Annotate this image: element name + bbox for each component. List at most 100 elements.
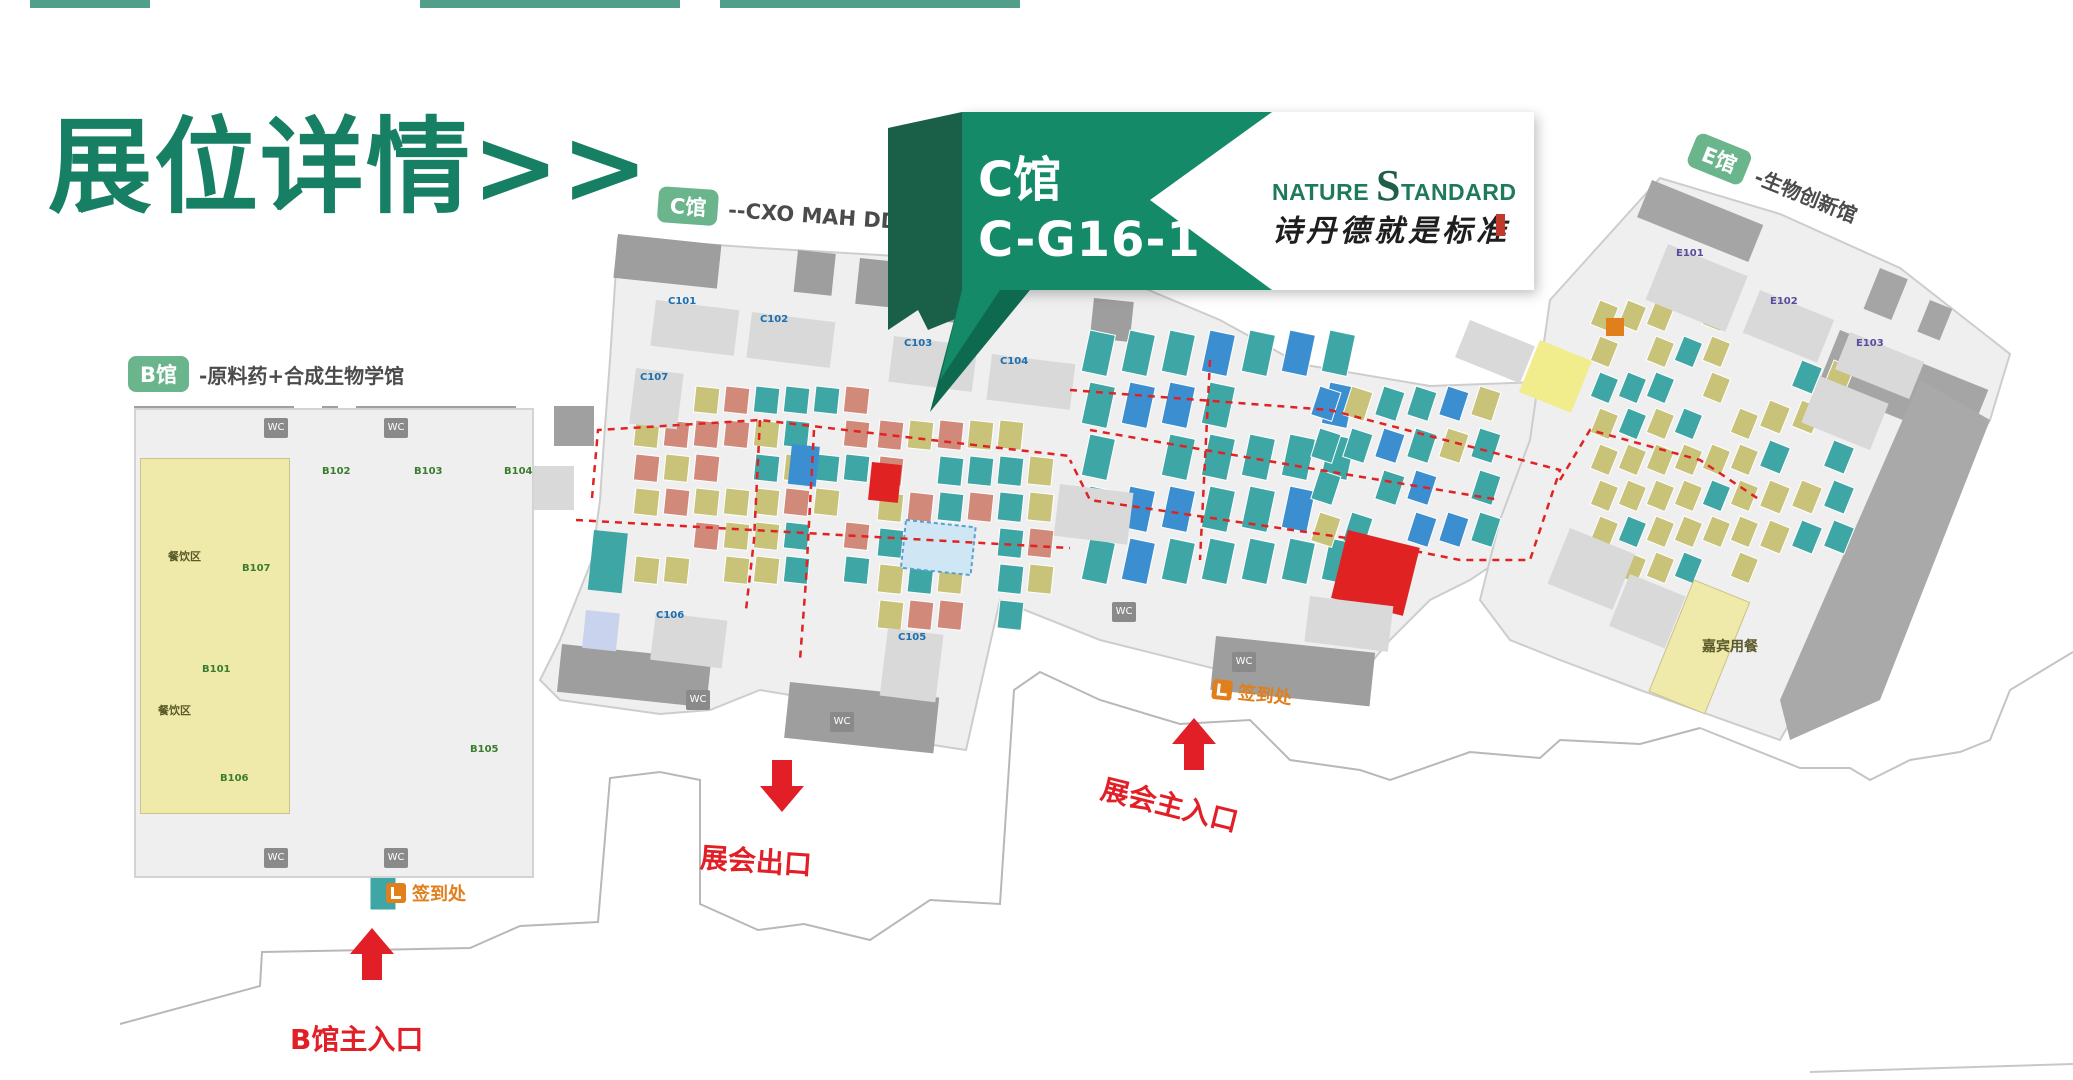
wall-block	[784, 682, 940, 754]
restroom-icon: WC	[384, 418, 408, 438]
c-booth	[722, 521, 751, 551]
c-booth	[1080, 381, 1117, 430]
e-seminar-room	[1835, 332, 1925, 400]
c-booth	[936, 491, 965, 523]
c-booth	[1200, 537, 1237, 586]
c-booth	[662, 555, 691, 585]
restroom-icon: WC	[384, 848, 408, 868]
restroom-icon: WC	[686, 690, 710, 710]
b-hall-signin: 签到处	[386, 880, 466, 906]
e-booth	[1729, 443, 1760, 477]
c-booth	[722, 487, 751, 517]
signin-text: 签到处	[1236, 682, 1293, 710]
booth-label: B106	[220, 773, 249, 784]
c-booth	[1406, 385, 1438, 422]
c-booth	[996, 599, 1025, 631]
e-zone	[1519, 340, 1592, 413]
hall-c-tag: C馆	[656, 186, 720, 227]
c-booth	[587, 529, 628, 594]
c-booth	[662, 487, 691, 517]
c-booth	[842, 419, 871, 449]
e-booth	[1617, 299, 1648, 333]
c-booth	[632, 555, 661, 585]
logo-seal	[1496, 214, 1505, 236]
food-zone	[140, 458, 290, 814]
booth-label: C105	[898, 632, 927, 643]
e-booth	[1758, 439, 1792, 475]
c-booth	[752, 521, 781, 551]
e-booth	[1673, 551, 1704, 585]
e-booth	[1589, 479, 1620, 513]
c-booth	[936, 599, 965, 631]
e-booth	[1729, 515, 1760, 549]
wall-block	[855, 257, 904, 309]
c-booth	[1374, 427, 1406, 464]
e-seminar-room	[1455, 320, 1535, 384]
c-booth	[842, 453, 871, 483]
hall-b-header: B馆 -原料药+合成生物学馆	[128, 356, 404, 392]
hall-b-subtitle: -原料药+合成生物学馆	[199, 363, 405, 388]
c-seminar-room	[650, 612, 728, 669]
c-booth	[1026, 527, 1055, 559]
wall-block	[554, 406, 594, 446]
top-decorative-strip	[0, 0, 1100, 8]
b-hall-entrance-arrow-icon	[350, 928, 394, 980]
c-booth	[1240, 433, 1277, 482]
c-booth	[1026, 491, 1055, 523]
c-booth	[722, 555, 751, 585]
c-booth	[812, 385, 841, 415]
e-booth	[1758, 519, 1792, 555]
venue-outline-line	[1699, 651, 2073, 782]
c-booth	[1470, 385, 1502, 422]
wall-block	[613, 234, 722, 289]
c-booth	[1438, 511, 1470, 548]
e-booth	[1673, 479, 1704, 513]
e-booth	[1822, 439, 1856, 475]
c-booth	[692, 453, 721, 483]
c-booth	[1310, 511, 1342, 548]
callout-booth-number: C-G16-1	[978, 212, 1201, 268]
booth-label: B104	[504, 466, 533, 477]
food-zone-label-2: 餐饮区	[158, 704, 191, 717]
c-booth	[1406, 511, 1438, 548]
c-booth	[1406, 427, 1438, 464]
c-booth	[966, 455, 995, 487]
e-booth	[1790, 359, 1824, 395]
booth-label: E103	[1856, 338, 1884, 349]
c-booth	[782, 521, 811, 551]
signin-icon	[386, 883, 406, 903]
c-booth	[1240, 329, 1277, 378]
c-booth	[1280, 537, 1317, 586]
aisle-line	[1089, 428, 1501, 502]
booth-label: E101	[1676, 248, 1704, 259]
aisle-line	[1068, 388, 1562, 562]
c-booth	[996, 491, 1025, 523]
c-seminar-room	[879, 628, 944, 703]
c-booth	[692, 385, 721, 415]
e-booth	[1645, 443, 1676, 477]
c-booth	[1374, 385, 1406, 422]
c-booth	[722, 419, 751, 449]
booth-label: B102	[322, 466, 351, 477]
e-booth	[1701, 515, 1732, 549]
venue-outline-line	[1809, 1063, 2073, 1073]
c-booth	[1374, 469, 1406, 506]
nature-standard-logo: NATURE STANDARD	[1272, 160, 1517, 211]
booth-label: C107	[640, 372, 669, 383]
exit-arrow-icon	[760, 760, 804, 812]
restroom-icon: WC	[264, 418, 288, 438]
venue-outline	[119, 651, 2073, 1073]
aisle-line	[590, 418, 1071, 499]
booth-label: B101	[202, 664, 231, 675]
c-booth	[1080, 329, 1117, 378]
e-booth	[1701, 371, 1732, 405]
e-booth	[1589, 443, 1620, 477]
c-booth	[1470, 427, 1502, 464]
c-booth	[1470, 511, 1502, 548]
c-booth	[966, 491, 995, 523]
c-booth	[1026, 563, 1055, 595]
c-booth	[1160, 433, 1197, 482]
booth-label: C104	[1000, 356, 1029, 367]
c-booth	[906, 599, 935, 631]
e-seminar-room	[1801, 375, 1889, 451]
